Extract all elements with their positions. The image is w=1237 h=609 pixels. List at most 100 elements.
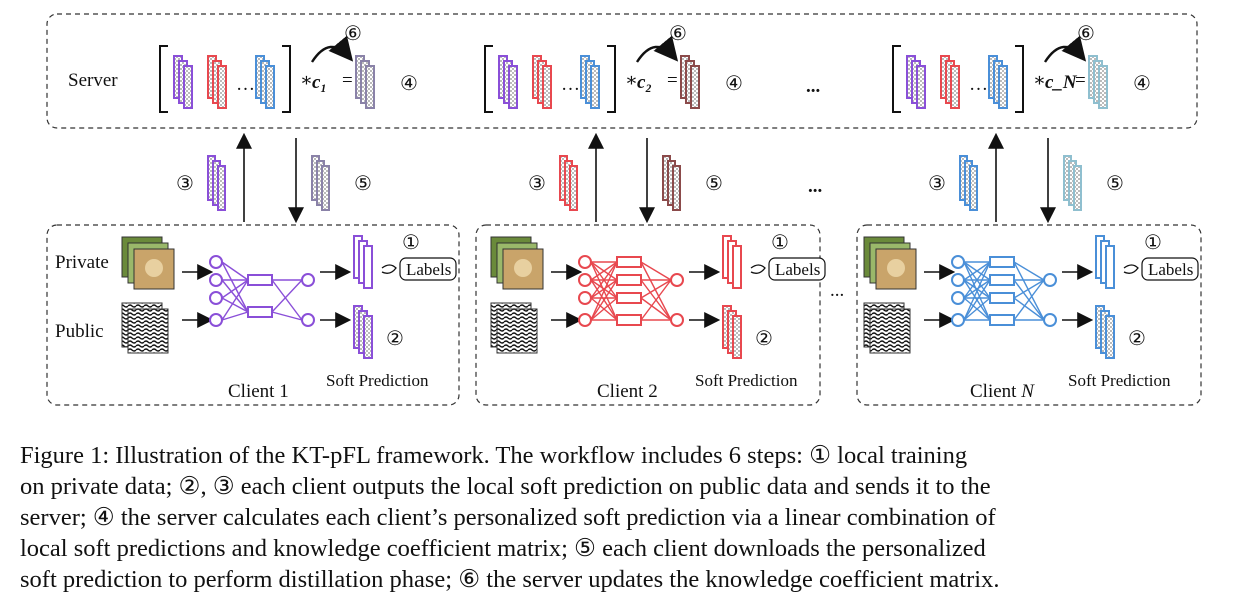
private-prediction-stack [722, 235, 742, 289]
matrix-stack-blue [580, 55, 600, 109]
private-prediction-stack [353, 235, 373, 289]
hidden-unit [616, 274, 642, 286]
public-image-front [496, 308, 538, 354]
equals-sign: = [1075, 70, 1086, 91]
hidden-unit [247, 274, 273, 286]
labels-text: Labels [1148, 260, 1193, 279]
step2-marker: ② [755, 328, 773, 350]
private-label: Private [55, 252, 109, 273]
matrix-stack-blue [988, 55, 1008, 109]
soft-prediction-label: Soft Prediction [695, 371, 798, 390]
server-label: Server [68, 70, 118, 91]
server-groups: …∗c₁=④⑥…∗c₂=④⑥…∗c_N=④⑥... [159, 23, 1151, 113]
caption-line-3: server; ④ the server calculates each cli… [20, 504, 996, 531]
matrix-stack-blue [255, 55, 275, 109]
step3-marker: ③ [528, 173, 546, 195]
caption-line-5: soft prediction to perform distillation … [20, 566, 1000, 593]
labels-box [399, 257, 457, 281]
transfer-ellipsis: ... [808, 176, 822, 197]
personalized-stack [355, 55, 375, 109]
multiply-sign: ∗ [300, 70, 313, 91]
multiply-sign: ∗ [625, 70, 638, 91]
input-node [578, 291, 592, 305]
labels-box [1141, 257, 1199, 281]
hidden-unit [616, 314, 642, 326]
matrix-stack-red [207, 55, 227, 109]
matrix-stack-purple [498, 55, 518, 109]
coef-label: c₁ [312, 72, 327, 93]
hidden-unit [247, 306, 273, 318]
compare-icon [750, 264, 766, 274]
figure-caption: Figure 1: Illustration of the KT-pFL fra… [20, 440, 1225, 595]
step5-marker: ⑤ [354, 173, 372, 195]
step1-marker: ① [771, 232, 789, 254]
bracket-right [1015, 45, 1024, 113]
pet-photo [514, 259, 532, 277]
client-n-box [856, 224, 1202, 406]
labels-text: Labels [775, 260, 820, 279]
bracket-right [607, 45, 616, 113]
private-prediction-stack [1095, 235, 1115, 289]
step4-marker: ④ [400, 73, 418, 95]
uploaded-prediction-stack [959, 155, 978, 211]
update-arrow [1043, 35, 1087, 63]
client-title: Client 1 [228, 381, 289, 402]
bracket-right [282, 45, 291, 113]
input-node [951, 273, 965, 287]
step4-marker: ④ [1133, 73, 1151, 95]
uploaded-prediction-stack [559, 155, 578, 211]
step4-marker: ④ [725, 73, 743, 95]
input-node [951, 313, 965, 327]
multiply-sign: ∗ [1033, 70, 1046, 91]
soft-prediction-stack [1095, 305, 1115, 359]
hidden-unit [616, 256, 642, 268]
output-node [301, 273, 315, 287]
downloaded-prediction-stack [662, 155, 681, 211]
personalized-stack [1088, 55, 1108, 109]
neural-network [578, 255, 684, 327]
matrix-dots: … [236, 74, 255, 95]
matrix-dots: … [969, 74, 988, 95]
server-box [46, 13, 1198, 129]
coef-label: c₂ [637, 72, 652, 93]
client-ellipsis: ... [830, 280, 844, 301]
input-node [578, 313, 592, 327]
neural-network [951, 255, 1057, 327]
matrix-stack-red [532, 55, 552, 109]
step6-marker: ⑥ [669, 23, 687, 45]
soft-prediction-stack [353, 305, 373, 359]
client-title: Client 2 [597, 381, 658, 402]
pet-photo [887, 259, 905, 277]
input-node [951, 255, 965, 269]
update-arrow [310, 35, 354, 63]
input-node [209, 291, 223, 305]
input-node [578, 255, 592, 269]
equals-sign: = [667, 70, 678, 91]
soft-prediction-label: Soft Prediction [326, 371, 429, 390]
client-title: Client N [970, 381, 1035, 402]
hidden-unit [989, 256, 1015, 268]
step5-marker: ⑤ [705, 173, 723, 195]
client-2-box [475, 224, 821, 406]
bracket-left [484, 45, 493, 113]
public-image-front [869, 308, 911, 354]
downloaded-prediction-stack [311, 155, 330, 211]
step3-marker: ③ [176, 173, 194, 195]
server-group-2: …∗c₂=④⑥ [484, 23, 743, 113]
caption-line-4: local soft predictions and knowledge coe… [20, 535, 986, 562]
hidden-unit [989, 292, 1015, 304]
server-group-1: …∗c₁=④⑥ [159, 23, 418, 113]
matrix-stack-purple [906, 55, 926, 109]
input-node [209, 273, 223, 287]
pet-photo [145, 259, 163, 277]
neural-network [209, 255, 315, 327]
matrix-stack-purple [173, 55, 193, 109]
uploaded-prediction-stack [207, 155, 226, 211]
step5-marker: ⑤ [1106, 173, 1124, 195]
